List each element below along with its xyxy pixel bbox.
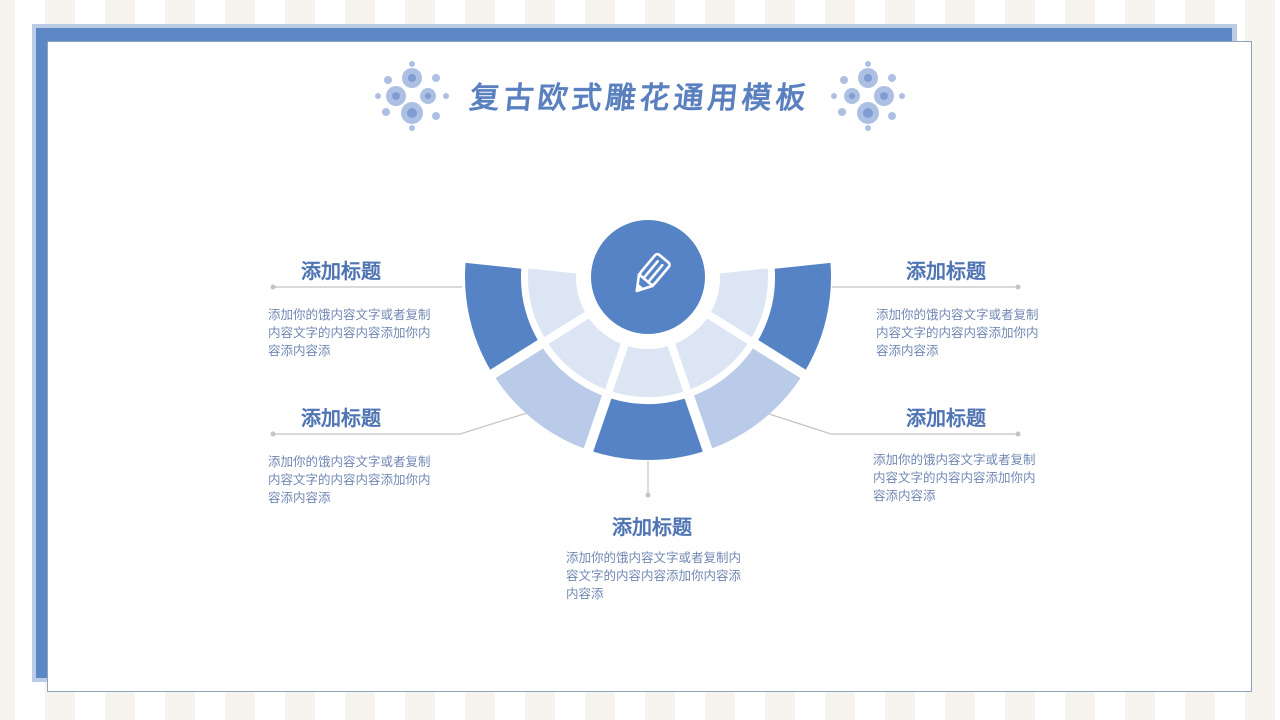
pencil-icon — [635, 252, 671, 293]
floral-ornament-left-icon — [375, 61, 449, 131]
block-body: 添加你的饿内容文字或者复制内容文字的内容内容添加你内容添内容添 — [268, 307, 431, 358]
text-block-top-right: 添加标题 添加你的饿内容文字或者复制内容文字的内容内容添加你内容添内容添 — [876, 255, 1041, 360]
inner-ring-segment — [528, 268, 585, 338]
inner-ring-segment — [711, 268, 769, 338]
outer-ring-segment — [495, 348, 602, 449]
outer-ring-segment — [465, 262, 538, 370]
text-block-top-left: 添加标题 添加你的饿内容文字或者复制内容文字的内容内容添加你内容添内容添 — [268, 255, 433, 360]
inner-ring-segment — [548, 318, 621, 390]
center-hub — [591, 220, 705, 334]
inner-ring-segment — [675, 318, 748, 390]
block-body: 添加你的饿内容文字或者复制内容文字的内容内容添加你内容添内容添 — [566, 550, 742, 601]
block-heading: 添加标题 — [906, 406, 986, 430]
connector-dot — [645, 492, 651, 498]
connector-bottom-right — [765, 412, 1018, 435]
block-body: 添加你的饿内容文字或者复制内容文字的内容内容添加你内容添内容添 — [268, 454, 431, 505]
text-block-bottom-right: 添加标题 添加你的饿内容文字或者复制内容文字的内容内容添加你内容添内容添 — [873, 402, 1038, 505]
connector-dot — [270, 431, 276, 437]
title-bar: 复古欧式雕花通用模板 — [0, 58, 1280, 132]
outer-ring-segment — [593, 398, 703, 460]
connector-dot — [1015, 431, 1021, 437]
ring-segments — [465, 262, 831, 460]
block-body: 添加你的饿内容文字或者复制内容文字的内容内容添加你内容添内容添 — [873, 452, 1036, 503]
block-heading: 添加标题 — [906, 259, 986, 283]
inner-ring-segment — [612, 346, 684, 397]
block-heading: 添加标题 — [301, 259, 381, 283]
connector-dot — [270, 284, 276, 290]
outer-ring-segment — [758, 262, 831, 370]
block-heading: 添加标题 — [301, 406, 381, 430]
text-block-bottom-left: 添加标题 添加你的饿内容文字或者复制内容文字的内容内容添加你内容添内容添 — [268, 402, 433, 507]
block-body: 添加你的饿内容文字或者复制内容文字的内容内容添加你内容添内容添 — [876, 307, 1039, 358]
connector-lines — [270, 284, 1021, 498]
block-heading: 添加标题 — [612, 515, 692, 539]
text-block-bottom-center: 添加标题 添加你的饿内容文字或者复制内容文字的内容内容添加你内容添内容添 — [566, 511, 744, 603]
floral-ornament-right-icon — [831, 61, 905, 131]
outer-ring-segment — [694, 348, 801, 449]
connector-dot — [1015, 284, 1021, 290]
connector-bottom-left — [273, 412, 528, 435]
